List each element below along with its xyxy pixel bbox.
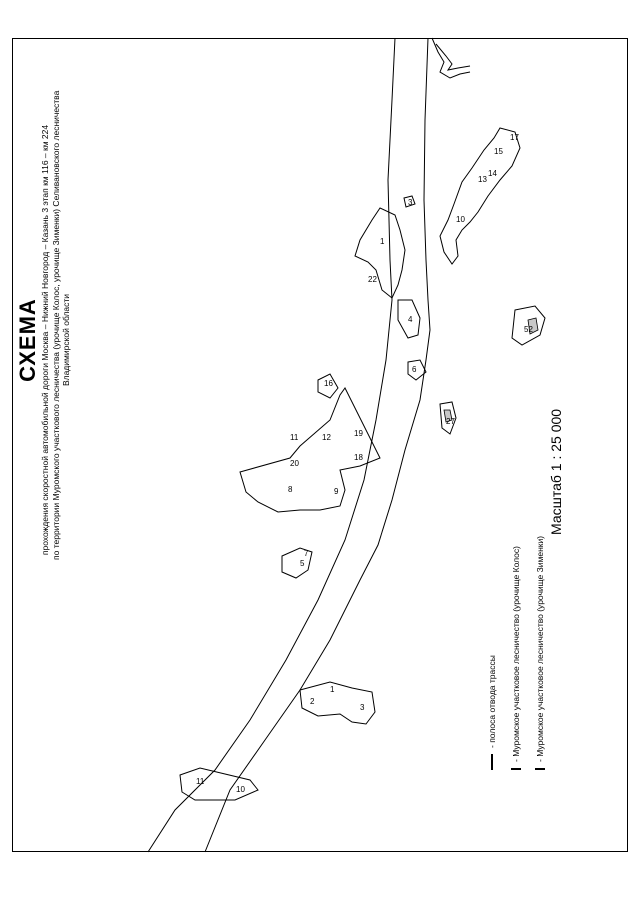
parcel-label: 8: [288, 485, 293, 494]
parcel-label: 22: [368, 275, 377, 284]
line-swatch-icon: [491, 754, 493, 770]
legend-label: - полоса отвода трассы: [487, 655, 497, 748]
parcel-label: 27: [446, 417, 455, 426]
parcel-label: 2: [310, 697, 315, 706]
parcel-6: [407, 359, 427, 381]
parcel-label: 3: [408, 198, 413, 207]
title-block: СХЕМА прохождения скоростной автомобильн…: [15, 90, 72, 560]
legend-label: - Муромское участковое лесничество (уроч…: [511, 546, 521, 762]
parcel-label: 9: [334, 487, 339, 496]
parcel-label: 10: [236, 785, 245, 794]
parcel-label: 1: [330, 685, 335, 694]
map-subtitle-line-2: по территории Муромского участкового лес…: [50, 90, 61, 560]
legend-row-kolos: - Муромское участковое лесничество (уроч…: [504, 546, 528, 770]
parcel-group-5-7: [281, 547, 313, 579]
parcel-cluster-8-20: [239, 387, 381, 513]
parcel-label: 6: [412, 365, 417, 374]
parcel-label: 12: [322, 433, 331, 442]
parcel-label: 14: [488, 169, 497, 178]
parcel-label: 20: [290, 459, 299, 468]
parcel-label: 11: [290, 433, 299, 442]
parcel-label: 10: [456, 215, 465, 224]
river: [431, 37, 471, 79]
road-corridor-right-edge: [204, 37, 431, 853]
parcel-label: 4: [408, 315, 413, 324]
parcel-4: [397, 299, 421, 339]
map-title: СХЕМА: [15, 298, 40, 382]
parcel-label: 17: [510, 133, 519, 142]
parcel-label: 13: [478, 175, 487, 184]
parcel-label: 52: [524, 325, 533, 334]
parcel-group-10-17: [439, 127, 521, 265]
map-scale: Масштаб 1 : 25 000: [548, 408, 564, 535]
map-subtitle-line-3: Владимирской области: [61, 293, 71, 387]
zimenki-parcel-a: [527, 317, 539, 335]
legend: - полоса отвода трассы - Муромское участ…: [480, 536, 552, 770]
parcel-27: [439, 401, 457, 435]
parcel-label: 3: [360, 703, 365, 712]
legend-row-zimenki: - Муромское участковое лесничество (уроч…: [528, 536, 552, 770]
parcel-label: 5: [300, 559, 305, 568]
parcel-label: 11: [196, 777, 205, 786]
legend-label: - Муромское участковое лесничество (уроч…: [535, 535, 545, 762]
parcel-label: 1: [380, 237, 385, 246]
legend-row-road: - полоса отвода трассы: [480, 550, 504, 770]
parcel-block-1-2: [354, 207, 406, 299]
zimenki-parcel-b: [443, 409, 453, 423]
map-frame: [12, 38, 628, 852]
parcel-label: 15: [494, 147, 503, 156]
parcel-label: 18: [354, 453, 363, 462]
road-corridor-left-edge: [147, 37, 396, 853]
white-box-swatch-icon: [511, 768, 521, 770]
parcel-label: 16: [324, 379, 333, 388]
parcel-block-15: [317, 373, 339, 399]
map-subtitle-line-1: прохождения скоростной автомобильной дор…: [40, 124, 50, 556]
parcel-label: 19: [354, 429, 363, 438]
parcel-3: [403, 195, 416, 208]
parcel-group-lower-1-3: [299, 681, 376, 725]
grey-box-swatch-icon: [535, 768, 545, 770]
parcel-52: [511, 305, 546, 346]
parcel-label: 7: [304, 549, 309, 558]
parcel-bottom-10-11: [179, 767, 259, 801]
